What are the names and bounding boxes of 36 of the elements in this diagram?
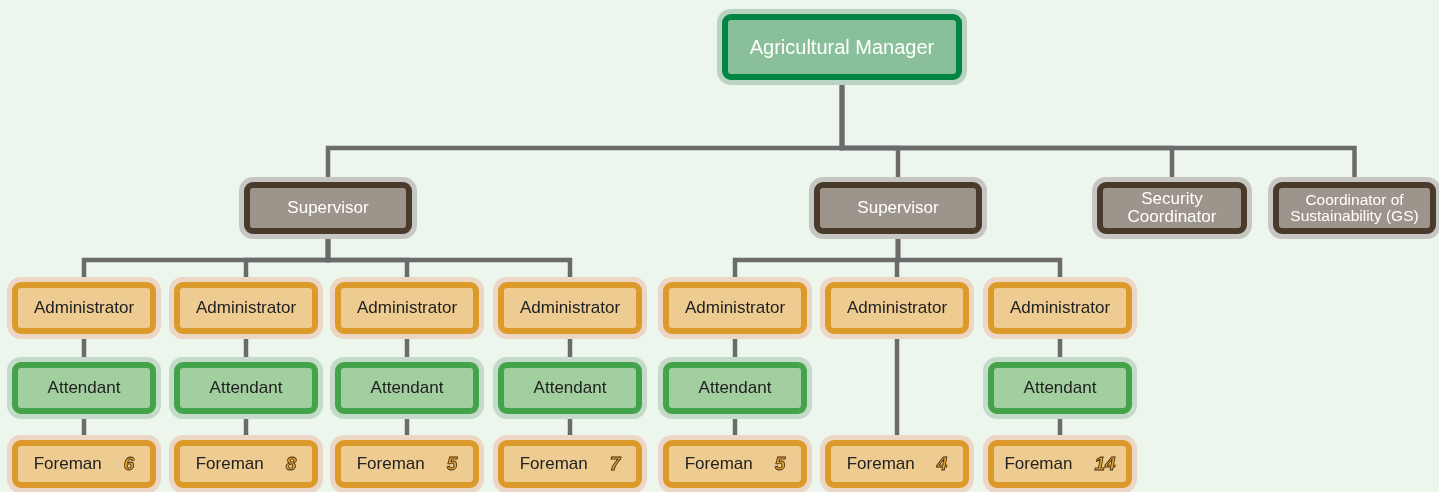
count-number: 14: [1094, 453, 1116, 475]
role-title: Attendant: [209, 379, 283, 397]
count-number: 8: [285, 453, 297, 475]
count-number: 7: [609, 453, 621, 475]
role-title: Foreman: [519, 455, 588, 473]
role-title: Administrator: [846, 299, 948, 317]
role-title: Security Coordinator: [1126, 190, 1218, 226]
role-title: Attendant: [698, 379, 772, 397]
role-title: Attendant: [47, 379, 121, 397]
role-title: Supervisor: [857, 199, 939, 217]
role-title: Administrator: [33, 299, 135, 317]
count-number: 4: [936, 453, 948, 475]
connector-line: [839, 85, 1357, 177]
role-title: Coordinator of Sustainability (GS): [1289, 191, 1420, 225]
role-title: Administrator: [519, 299, 621, 317]
role-title: Administrator: [195, 299, 297, 317]
role-title: Foreman: [33, 455, 102, 473]
role-title: Foreman: [846, 455, 915, 473]
role-title: Foreman: [195, 455, 264, 473]
role-title: Agricultural Manager: [749, 36, 935, 58]
role-title: Attendant: [1023, 379, 1097, 397]
role-title: Foreman: [684, 455, 753, 473]
role-title: Attendant: [370, 379, 444, 397]
count-number: 5: [774, 453, 786, 475]
role-title: Foreman: [1004, 455, 1073, 473]
role-title: Attendant: [533, 379, 607, 397]
connector-line: [325, 239, 573, 277]
role-title: Administrator: [1009, 299, 1111, 317]
role-title: Foreman: [356, 455, 425, 473]
role-title: Administrator: [356, 299, 458, 317]
connector-line: [894, 339, 900, 435]
connector-line: [895, 239, 1063, 277]
count-number: 5: [446, 453, 458, 475]
role-title: Administrator: [684, 299, 786, 317]
count-number: 6: [123, 453, 135, 475]
role-title: Supervisor: [287, 199, 369, 217]
